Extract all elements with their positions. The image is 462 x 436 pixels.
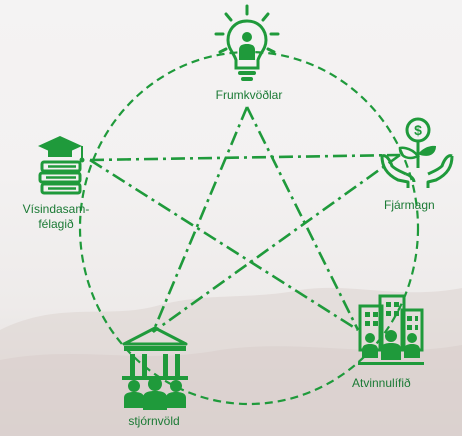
stjornvold-label: stjórnvöld — [128, 414, 180, 428]
fjarmagn-label: Fjármagn — [384, 198, 435, 212]
atvinnulifid-label: Atvinnulífið — [352, 376, 411, 390]
link-frumkvodlar-atvinnulifid — [245, 106, 360, 331]
visindasamfelagid-label-line2: félagið — [38, 217, 74, 231]
visindasamfelagid-label-line1: Vísindasam- — [22, 202, 90, 216]
buildings-people-icon — [358, 294, 424, 365]
link-frumkvodlar-stjornvold — [151, 106, 249, 333]
link-fjarmagn-stjornvold — [152, 153, 401, 334]
government-building-people-icon — [122, 326, 188, 410]
link-visindasamfelagid-atvinnulifid — [89, 158, 359, 332]
svg-text:$: $ — [414, 122, 422, 138]
link-visindasamfelagid-fjarmagn — [89, 153, 401, 162]
books-graduation-cap-icon — [38, 136, 85, 195]
hand-coin-plant-icon: $ — [380, 117, 454, 188]
frumkvodlar-label: Frumkvöðlar — [215, 88, 283, 102]
lightbulb-person-icon — [214, 4, 280, 81]
